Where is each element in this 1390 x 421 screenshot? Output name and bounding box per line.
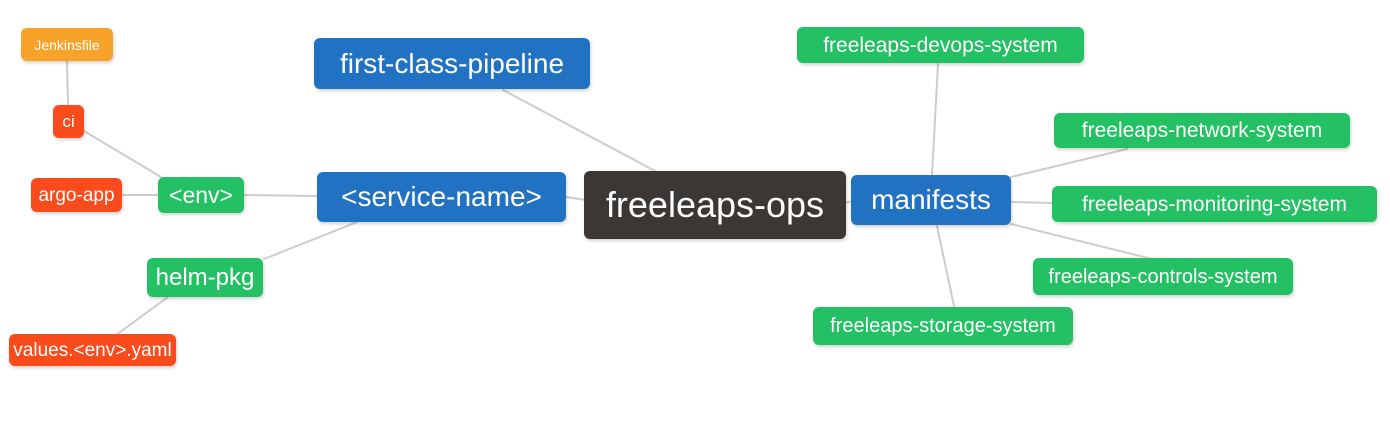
node-helm-pkg[interactable]: helm-pkg [147,258,263,297]
edge-manifests-to-freeleaps-controls-system [1010,223,1153,260]
edge-first-class-pipeline-to-freeleaps-ops [502,89,658,173]
node-env[interactable]: <env> [158,177,244,213]
node-values-env-yaml[interactable]: values.<env>.yaml [9,334,176,366]
edge-service-name-to-helm-pkg [263,221,358,260]
edge-env-to-service-name [243,194,318,197]
node-freeleaps-monitoring-system[interactable]: freeleaps-monitoring-system [1052,186,1377,222]
edge-manifests-to-freeleaps-storage-system [936,225,955,307]
node-jenkinsfile[interactable]: Jenkinsfile [21,28,113,61]
edge-manifests-to-freeleaps-monitoring-system [1010,201,1054,204]
node-service-name[interactable]: <service-name> [317,172,566,222]
edge-manifests-to-freeleaps-network-system [1010,148,1128,178]
node-freeleaps-ops[interactable]: freeleaps-ops [584,171,846,239]
node-freeleaps-devops-system[interactable]: freeleaps-devops-system [797,27,1084,63]
node-ci[interactable]: ci [53,105,84,138]
node-freeleaps-storage-system[interactable]: freeleaps-storage-system [813,307,1073,345]
node-freeleaps-controls-system[interactable]: freeleaps-controls-system [1033,258,1293,295]
edge-manifests-to-freeleaps-devops-system [931,63,939,176]
edge-service-name-to-freeleaps-ops [565,196,587,201]
edge-ci-to-env [83,130,162,178]
edge-helm-pkg-to-values-env-yaml [115,296,169,336]
node-manifests[interactable]: manifests [851,175,1011,225]
edge-jenkinsfile-to-ci [66,60,69,106]
node-freeleaps-network-system[interactable]: freeleaps-network-system [1054,113,1350,148]
node-first-class-pipeline[interactable]: first-class-pipeline [314,38,590,89]
node-argo-app[interactable]: argo-app [31,178,122,212]
